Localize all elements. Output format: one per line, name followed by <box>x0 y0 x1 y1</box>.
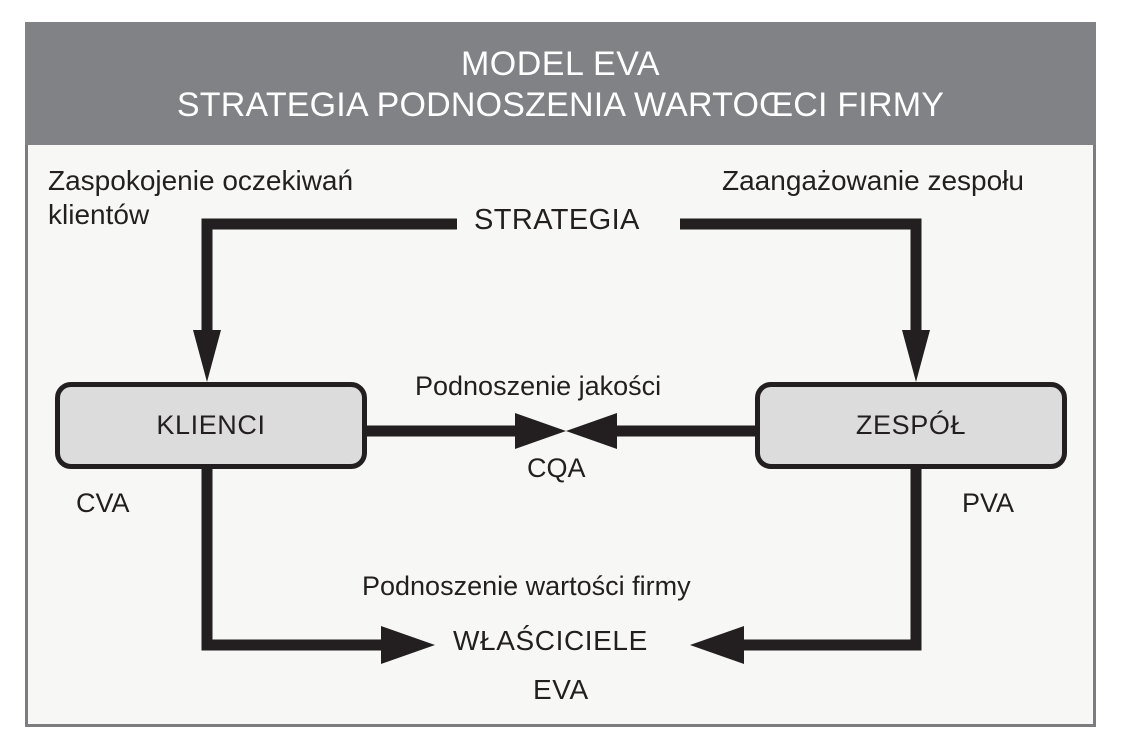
label-podnoszenie-wartosci-firmy: Podnoszenie wartości firmy <box>362 571 691 601</box>
label-zaangazowanie-zespolu: Zaangażowanie zespołu <box>722 165 1024 196</box>
label-podnoszenie-jakosci: Podnoszenie jakości <box>415 371 662 401</box>
label-pva: PVA <box>962 488 1015 518</box>
label-cva: CVA <box>76 488 130 518</box>
node-zespol-label: ZESPÓŁ <box>855 410 967 440</box>
header-title-line-2: STRATEGIA PODNOSZENIA WARTOŒCI FIRMY <box>176 85 945 124</box>
label-eva: EVA <box>533 674 589 705</box>
label-cqa: CQA <box>527 453 586 483</box>
node-klienci[interactable]: KLIENCI <box>55 382 367 469</box>
node-zespol[interactable]: ZESPÓŁ <box>755 382 1067 469</box>
label-strategia: STRATEGIA <box>474 204 640 236</box>
header-title-line-1: MODEL EVA <box>460 45 661 84</box>
node-klienci-label: KLIENCI <box>156 410 266 440</box>
label-zaspokojenie-oczekiwan-klientow: Zaspokojenie oczekiwań klientów <box>48 165 354 231</box>
label-wlasciciele: WŁAŚCICIELE <box>453 625 648 656</box>
diagram-header: MODEL EVA STRATEGIA PODNOSZENIA WARTOŒCI… <box>25 22 1096 145</box>
